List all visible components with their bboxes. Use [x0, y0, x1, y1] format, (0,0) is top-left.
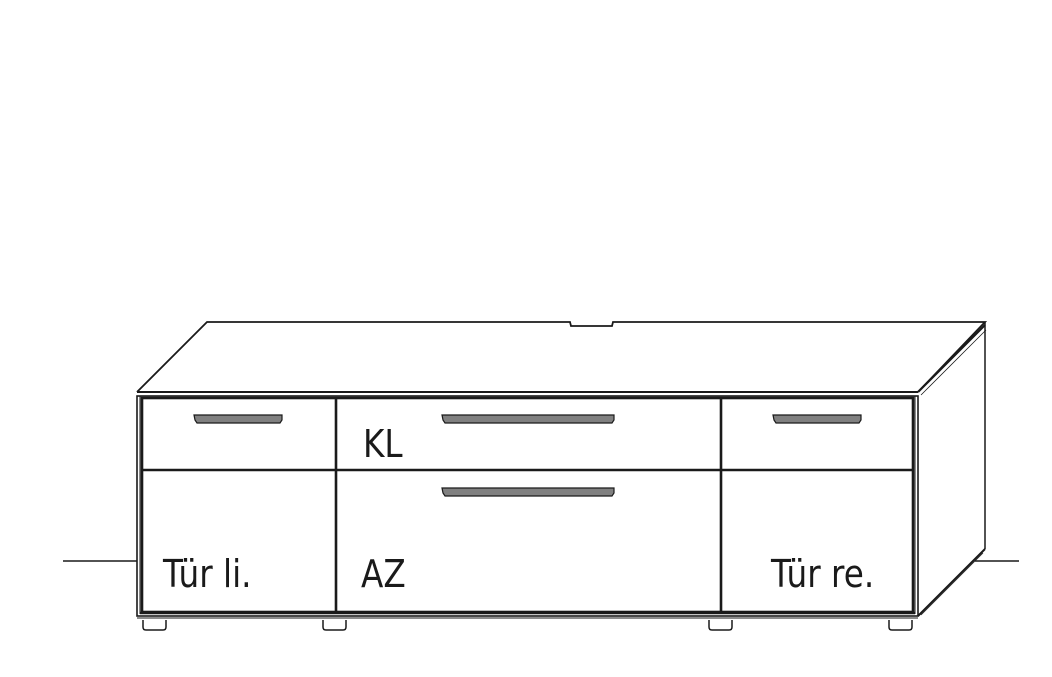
handle-flap-center[interactable] — [441, 487, 615, 497]
front-frame — [140, 396, 915, 614]
label-kl: KL — [363, 422, 403, 466]
label-az: AZ — [361, 552, 406, 596]
foot-3 — [708, 620, 733, 631]
foot-1 — [142, 620, 167, 631]
top-surface — [136, 321, 988, 393]
foot-4 — [888, 620, 913, 631]
handle-drawer-center[interactable] — [441, 414, 615, 424]
cabinet-body — [136, 395, 919, 617]
label-door-right: Tür re. — [771, 552, 875, 596]
foot-2 — [322, 620, 347, 631]
label-door-left: Tür li. — [163, 552, 252, 596]
handle-drawer-left[interactable] — [193, 414, 283, 424]
handle-drawer-right[interactable] — [772, 414, 862, 424]
